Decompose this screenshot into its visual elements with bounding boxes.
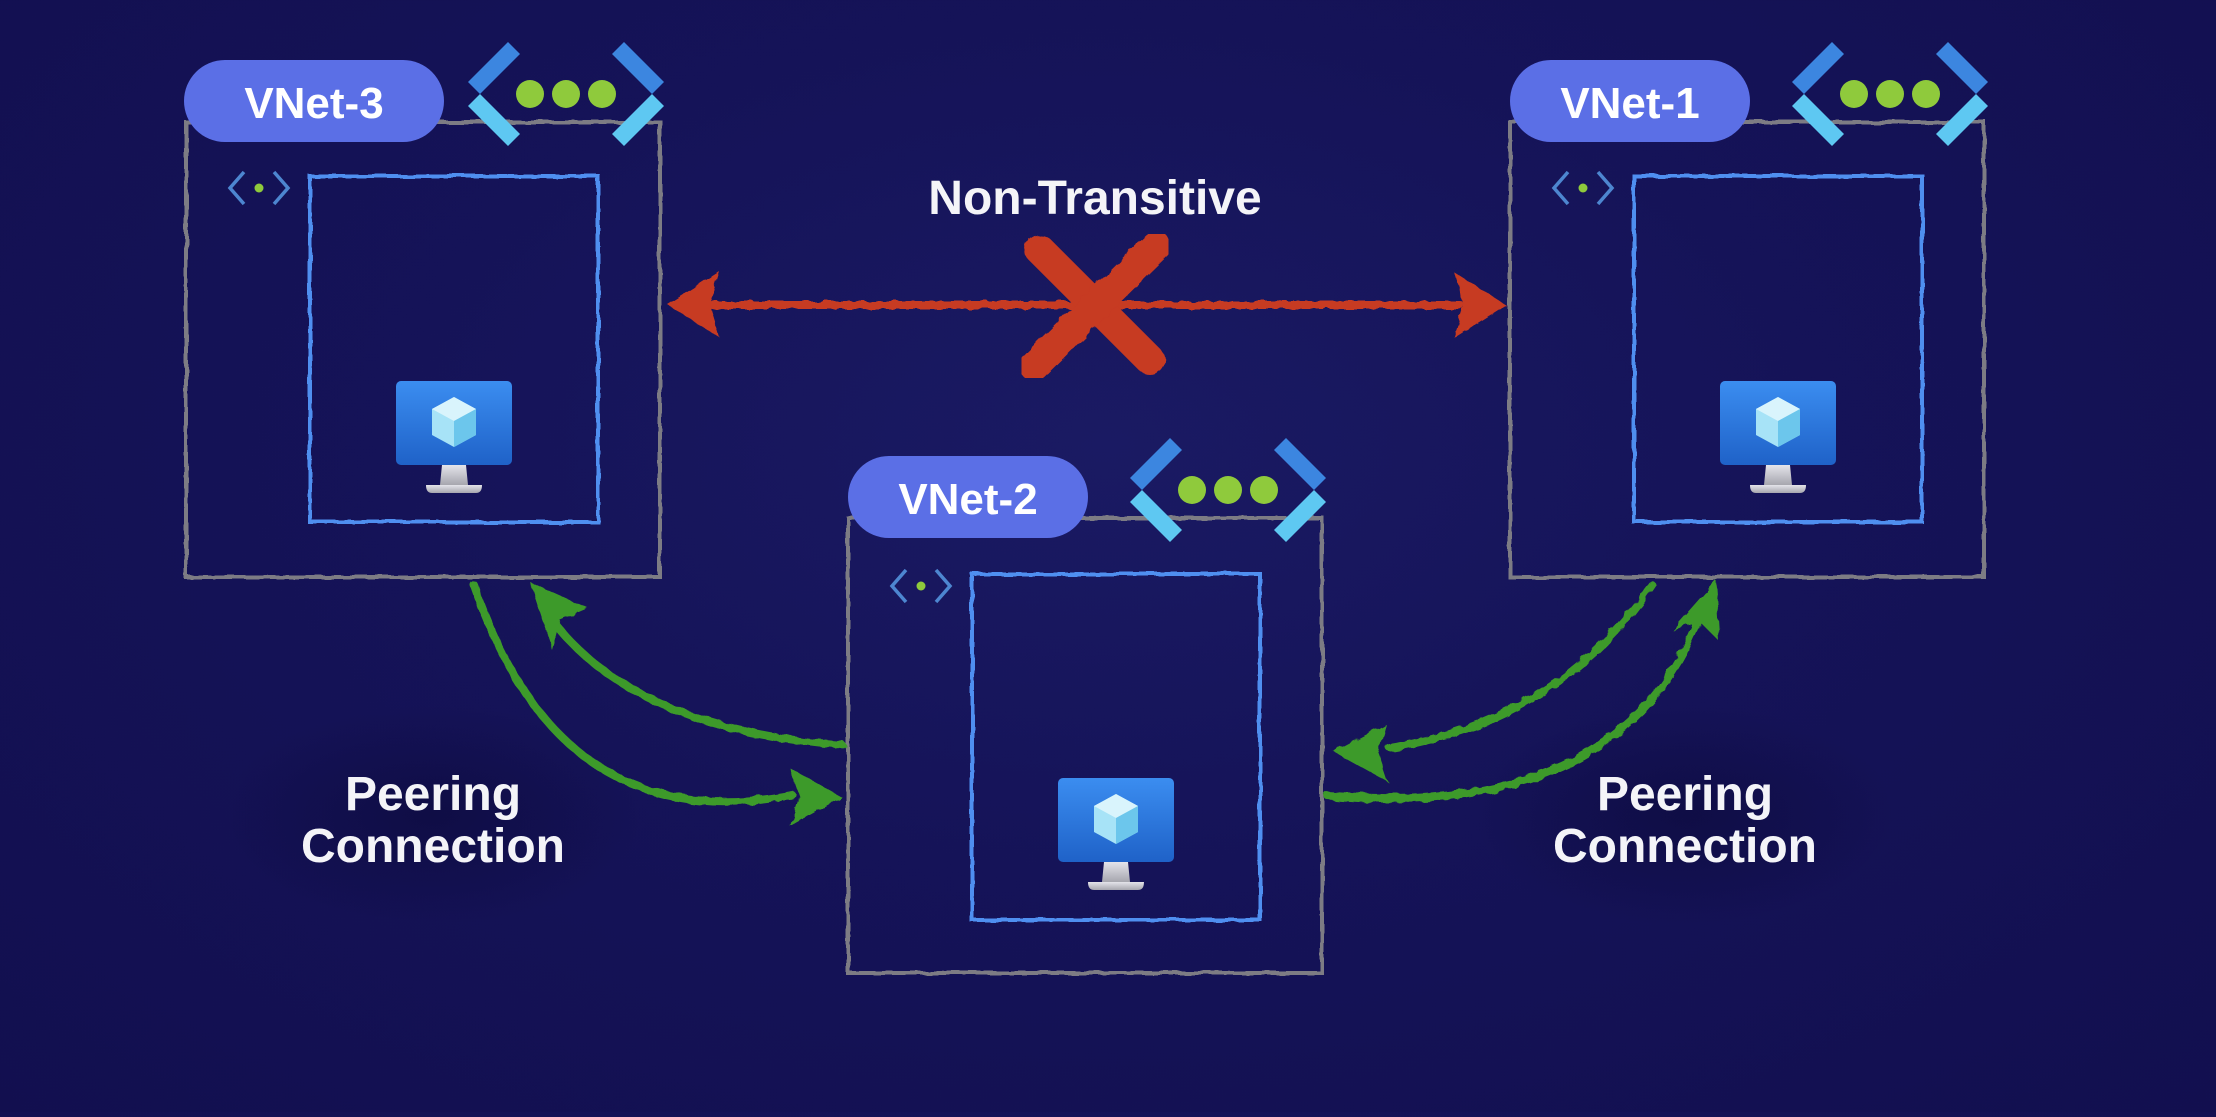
vnet3-label: VNet-3 (244, 79, 383, 128)
vnet1-outer-box (1508, 120, 1986, 579)
subnet-icon (228, 170, 290, 206)
subnet-icon (1552, 170, 1614, 206)
vnet2-label: VNet-2 (898, 475, 1037, 524)
vnet1-group: VNet-1 (1508, 42, 1988, 579)
vnet2-group: VNet-2 (846, 438, 1326, 975)
peering-right-line1: Peering (1597, 768, 1773, 821)
vnet1-label-pill (1510, 60, 1750, 142)
vnet-icon (468, 42, 664, 146)
virtual-machine-icon (396, 381, 512, 493)
vnet1-label: VNet-1 (1560, 79, 1699, 128)
cross-icon (1019, 231, 1171, 381)
vnet3-subnet-box (308, 174, 600, 524)
glow-left (223, 705, 643, 925)
peering-arrows-left (470, 581, 846, 826)
vnet-icon (1130, 438, 1326, 542)
vnet-icon (1792, 42, 1988, 146)
non-transitive-label: Non-Transitive (928, 172, 1261, 225)
vnet2-label-pill (848, 456, 1088, 538)
peering-right-line2: Connection (1553, 820, 1817, 873)
vnet3-label-pill (184, 60, 444, 142)
peering-left-line2: Connection (301, 820, 565, 873)
vnet1-subnet-box (1632, 174, 1924, 524)
vnet2-outer-box (846, 516, 1324, 975)
subnet-icon (890, 568, 952, 604)
vnet3-group: VNet-3 (184, 42, 664, 579)
virtual-machine-icon (1058, 778, 1174, 890)
virtual-machine-icon (1720, 381, 1836, 493)
vnet2-subnet-box (970, 572, 1262, 922)
peering-arrows-right (1324, 580, 1720, 803)
peering-left-line1: Peering (345, 768, 521, 821)
